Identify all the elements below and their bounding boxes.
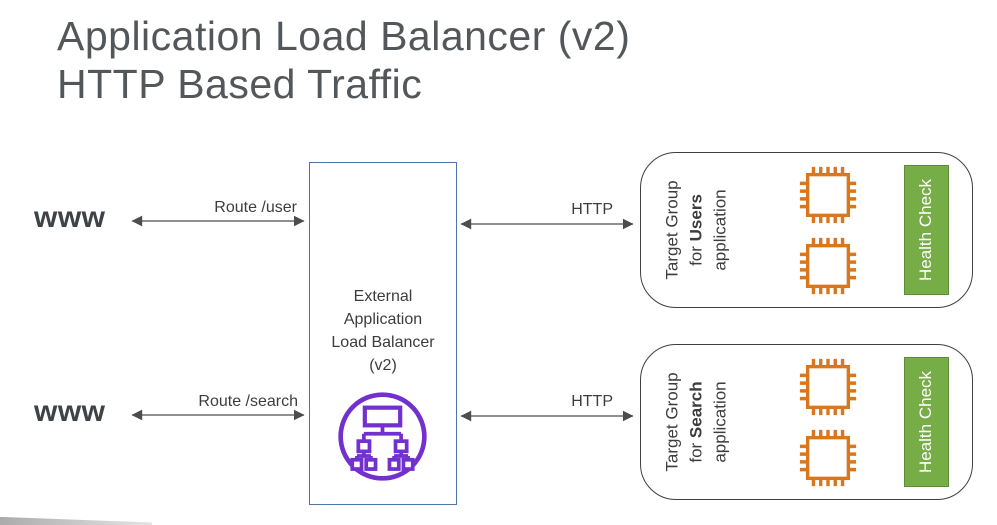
www-client-users: www xyxy=(34,201,106,234)
elastic-load-balancer-icon xyxy=(336,390,429,483)
route-search-label: Route /search xyxy=(198,393,298,410)
load-balancer-label: External Application Load Balancer (v2) xyxy=(331,288,435,374)
title-line-2: HTTP Based Traffic xyxy=(57,61,423,107)
target-group-search: Target Group for Search application Heal… xyxy=(640,344,973,500)
tg-users-line2-bold: Users xyxy=(687,194,707,242)
tg-users-line3: application xyxy=(711,189,731,271)
processor-chip-icon xyxy=(798,165,858,225)
www-client-search: www xyxy=(34,395,106,428)
target-group-users-label: Target Group for Users application xyxy=(651,153,743,307)
instance-group-search xyxy=(797,356,859,489)
target-group-users: Target Group for Users application Healt… xyxy=(640,152,973,308)
tg-users-line1: Target Group xyxy=(663,180,683,280)
health-check-badge-users: Health Check xyxy=(904,165,949,295)
instance-group-users xyxy=(797,164,859,297)
corner-wedge-decoration xyxy=(0,516,152,525)
http-label-search: HTTP xyxy=(571,393,613,410)
health-check-badge-search: Health Check xyxy=(904,357,949,487)
processor-chip-icon xyxy=(798,357,858,417)
route-user-label: Route /user xyxy=(214,199,297,216)
processor-chip-icon xyxy=(798,428,858,488)
health-check-label: Health Check xyxy=(916,370,936,474)
tg-search-line2-prefix: for xyxy=(687,438,707,463)
processor-chip-icon xyxy=(798,236,858,296)
tg-search-line2-bold: Search xyxy=(687,381,707,439)
tg-users-line2-prefix: for xyxy=(687,241,707,266)
load-balancer-box: External Application Load Balancer (v2) xyxy=(309,162,457,505)
health-check-label: Health Check xyxy=(916,178,936,282)
http-label-users: HTTP xyxy=(571,201,613,218)
target-group-search-label: Target Group for Search application xyxy=(651,345,743,499)
tg-search-line1: Target Group xyxy=(663,372,683,472)
title-line-1: Application Load Balancer (v2) xyxy=(57,13,631,59)
page-title: Application Load Balancer (v2) HTTP Base… xyxy=(57,12,630,108)
tg-search-line3: application xyxy=(711,381,731,463)
